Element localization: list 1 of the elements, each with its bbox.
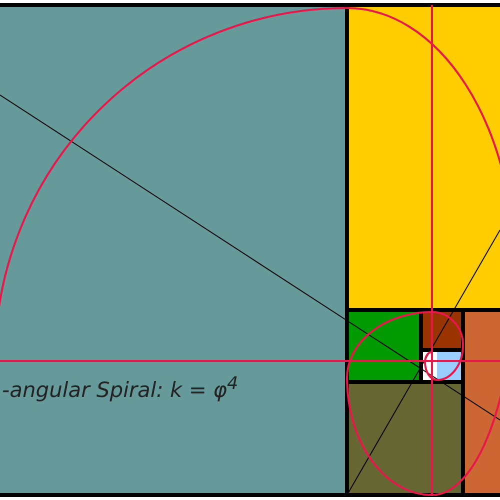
formula-label: -angular Spiral: k = φ$^{4}$ [2,374,238,402]
